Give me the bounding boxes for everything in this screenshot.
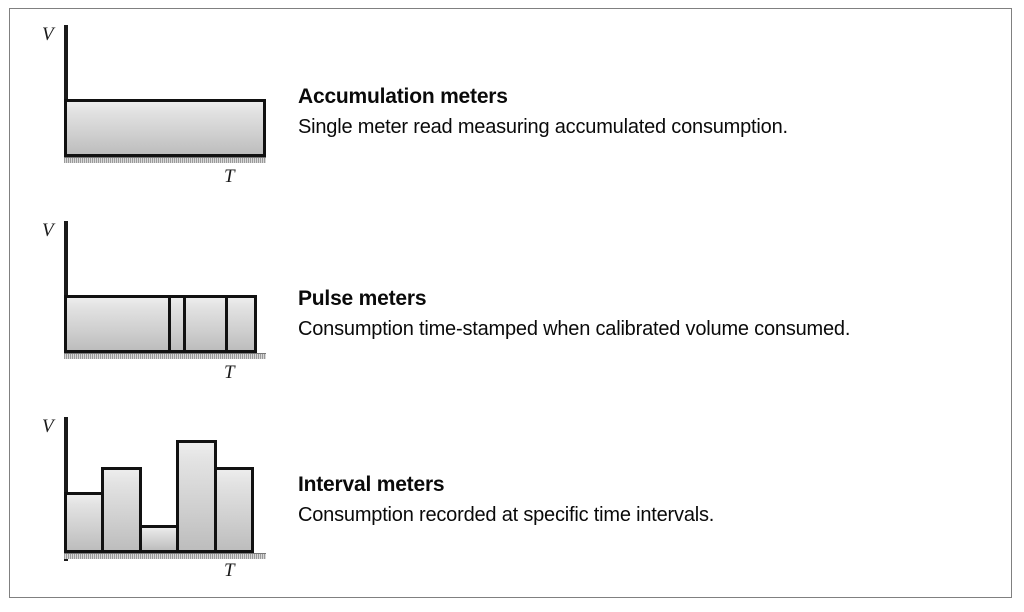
y-axis-line bbox=[64, 25, 68, 157]
row-heading: Pulse meters bbox=[298, 287, 427, 310]
baseline-hatch bbox=[64, 553, 266, 559]
bar bbox=[101, 467, 142, 553]
meter-row-accumulation: V T Accumulation meters Single meter rea… bbox=[10, 9, 1011, 205]
x-axis-label: T bbox=[224, 166, 235, 187]
accumulation-text-block: Accumulation meters Single meter read me… bbox=[298, 85, 995, 139]
y-axis-label: V bbox=[42, 24, 54, 45]
bar bbox=[224, 295, 257, 353]
y-axis-line bbox=[64, 417, 68, 561]
y-axis-label: V bbox=[42, 220, 54, 241]
interval-meters-chart: V T bbox=[24, 401, 286, 599]
x-axis-label: T bbox=[224, 560, 235, 581]
row-description: Consumption recorded at specific time in… bbox=[298, 504, 715, 527]
row-heading: Interval meters bbox=[298, 473, 445, 496]
bar bbox=[213, 467, 254, 553]
baseline-hatch bbox=[64, 157, 266, 163]
row-heading: Accumulation meters bbox=[298, 85, 508, 108]
row-description: Single meter read measuring accumulated … bbox=[298, 116, 788, 139]
bar bbox=[64, 491, 105, 553]
meter-row-interval: V T Interval meters Consumption recorded… bbox=[10, 401, 1011, 599]
y-axis-line bbox=[64, 221, 68, 353]
accumulation-plot-area bbox=[64, 37, 266, 157]
pulse-plot-area bbox=[64, 233, 266, 353]
row-description: Consumption time-stamped when calibrated… bbox=[298, 318, 851, 341]
baseline-hatch bbox=[64, 353, 266, 359]
bar bbox=[64, 295, 172, 353]
y-axis-label: V bbox=[42, 416, 54, 437]
interval-plot-area bbox=[64, 425, 266, 553]
bar bbox=[176, 440, 217, 553]
accumulation-meters-chart: V T bbox=[24, 9, 286, 205]
pulse-meters-chart: V T bbox=[24, 205, 286, 401]
pulse-text-block: Pulse meters Consumption time-stamped wh… bbox=[298, 287, 995, 341]
meter-row-pulse: V T Pulse meters Consumption time-stampe… bbox=[10, 205, 1011, 401]
x-axis-label: T bbox=[224, 362, 235, 383]
bar bbox=[183, 295, 228, 353]
bar bbox=[64, 99, 266, 157]
figure-frame: V T Accumulation meters Single meter rea… bbox=[9, 8, 1012, 598]
bar bbox=[138, 524, 180, 553]
interval-text-block: Interval meters Consumption recorded at … bbox=[298, 473, 995, 527]
